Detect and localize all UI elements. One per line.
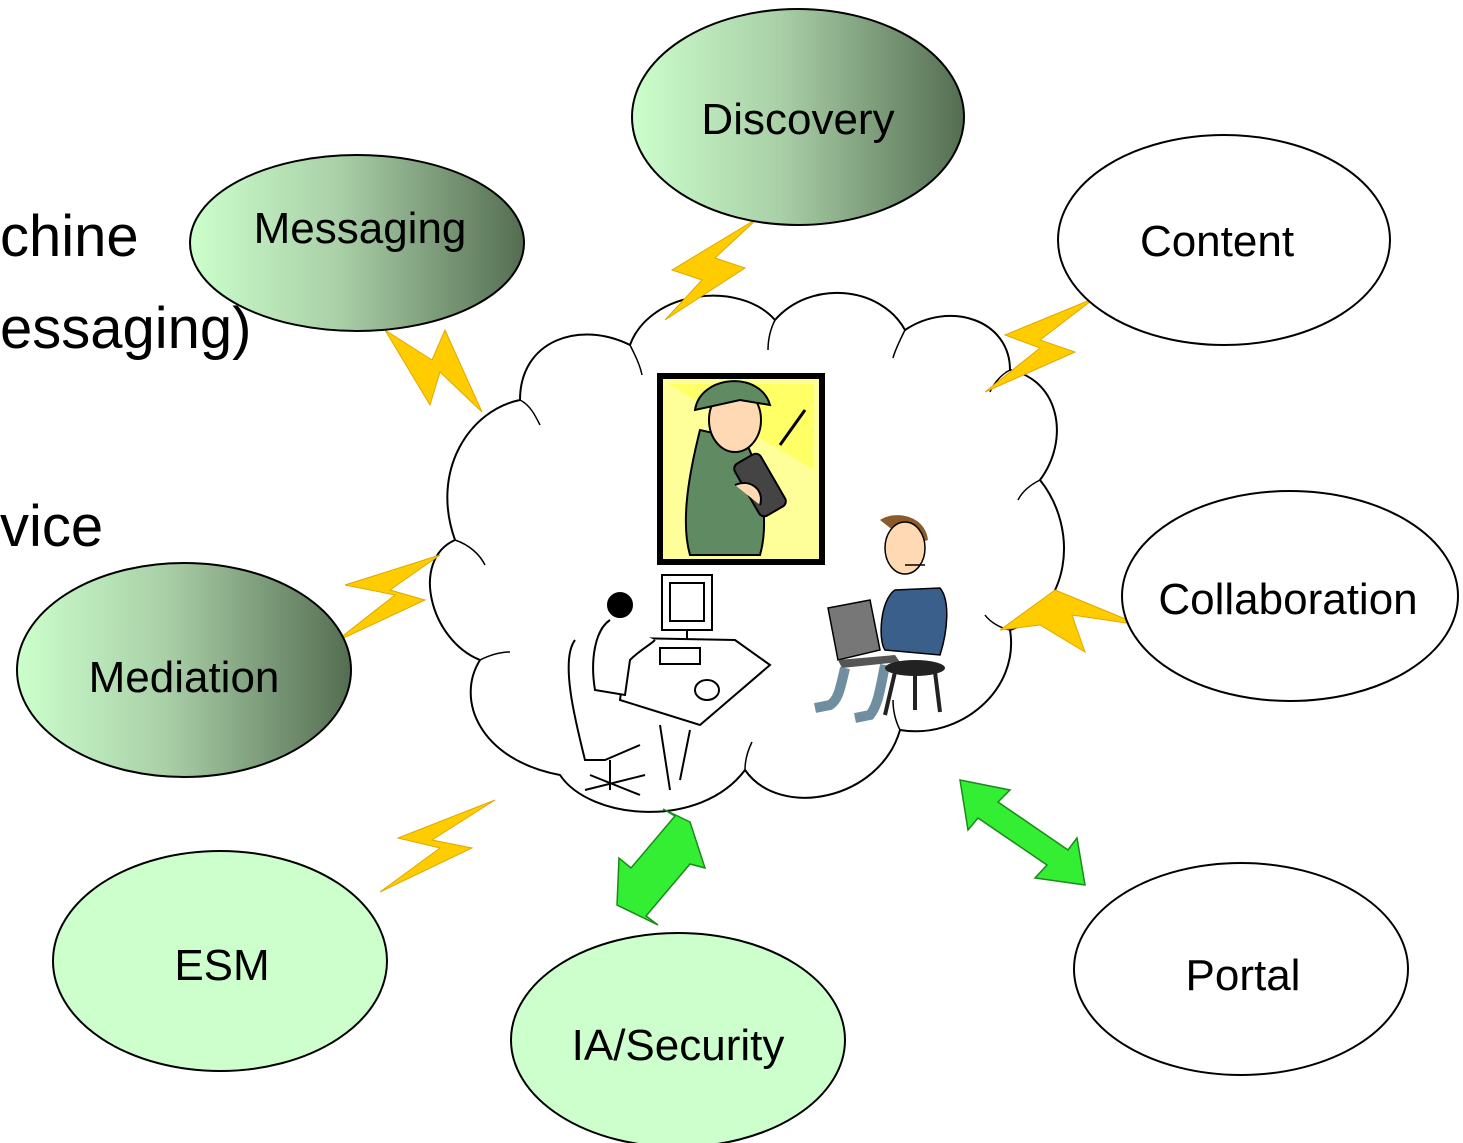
desk-worker-picture [567,574,772,796]
lightning-content-icon [984,297,1096,393]
service-esm: ESM [52,850,388,1072]
service-collaboration: Collaboration [1121,490,1459,702]
background-text-line-3: vice [0,494,104,559]
service-mediation: Mediation [16,562,352,778]
service-portal: Portal [1073,862,1409,1076]
double-arrows [616,779,1086,926]
lightning-discovery-icon [664,217,759,321]
service-discovery-label: Discovery [701,95,894,144]
laptop-user-picture [814,515,948,723]
lightning-mediation-icon [334,554,441,643]
background-text-line-2: essaging) [0,296,252,361]
service-mediation-label: Mediation [89,653,280,702]
lightning-esm-icon [379,799,496,893]
service-messaging-label: Messaging [254,204,467,253]
service-collaboration-label: Collaboration [1158,575,1417,624]
service-esm-label: ESM [174,941,269,990]
soldier-radio-picture [657,373,825,565]
lightning-bolts [334,217,1141,893]
portal-arrow-icon [959,779,1086,886]
service-ia-security-label: IA/Security [572,1021,785,1070]
background-text-line-1: chine [0,204,139,269]
service-discovery: Discovery [631,8,965,226]
ia-security-arrow-icon [616,808,707,926]
service-ia-security: IA/Security [510,932,846,1143]
service-portal-label: Portal [1186,951,1301,1000]
service-messaging: Messaging [189,154,525,332]
service-content: Content [1057,134,1391,346]
lightning-messaging-icon [384,328,483,413]
service-content-label: Content [1140,217,1294,266]
